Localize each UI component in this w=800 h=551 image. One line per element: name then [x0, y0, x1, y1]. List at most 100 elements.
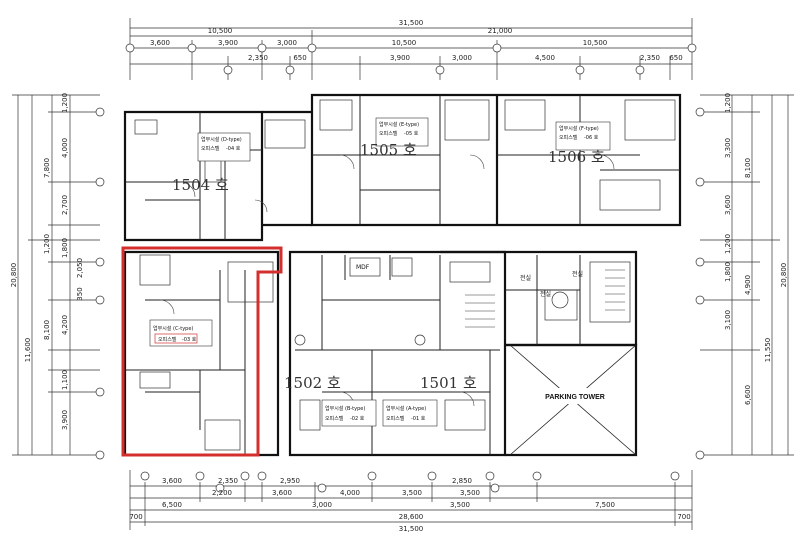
unit-f-tag: 업무시설 (F-type) 오피스텔 -06 호: [555, 121, 611, 151]
dim-right-detail-c: 3,600: [724, 195, 732, 215]
dim-left-detail-d: 1,800: [61, 238, 69, 258]
dim-right-inner-a: 8,100: [744, 158, 752, 178]
dim-left-detail-a: 1,200: [61, 93, 69, 113]
dim-right-detail-d: 1,200: [724, 234, 732, 254]
dim-bottom-r3-b: 28,600: [399, 513, 424, 521]
dim-left-detail-h: 1,100: [61, 370, 69, 390]
top-dimension-chains: [129, 18, 693, 80]
dim-bottom-r1-e: 4,000: [340, 489, 360, 497]
grid-bubbles-bottom: [140, 471, 680, 493]
dim-bottom-r1-b: 2,350: [218, 477, 238, 485]
dim-bottom-r3-c: 700: [677, 513, 690, 521]
dim-left-detail-i: 3,900: [61, 410, 69, 430]
dim-left-outer-b: 11,600: [24, 338, 32, 363]
dim-left-detail-f: 2,050: [76, 258, 84, 278]
dim-bottom-r2-a: 6,500: [162, 501, 182, 509]
door-swings: [159, 154, 615, 407]
highlight-outline-c-type: [121, 246, 283, 457]
shaft-label-a: 전실: [520, 274, 531, 282]
building-walls: [123, 93, 682, 457]
dim-top-r1-b: 21,000: [488, 27, 513, 35]
dim-left-inner-b: 1,200: [43, 234, 51, 254]
left-dimension-chains: [12, 94, 100, 456]
parking-tower-label: PARKING TOWER: [545, 394, 605, 401]
dim-top-r2-d: 10,500: [392, 39, 417, 47]
unit-e-overlay: 1505 호: [360, 141, 417, 159]
dim-left-inner-a: 7,800: [43, 158, 51, 178]
unit-d-num: -04 호: [226, 146, 241, 152]
unit-a-num: -01 호: [411, 416, 426, 422]
dim-right-detail-f: 3,100: [724, 310, 732, 330]
unit-a-overlay: 1501 호: [420, 374, 477, 392]
dim-bottom-r2-d: 3,500: [450, 501, 470, 509]
unit-c-sub: 오피스텔: [158, 336, 177, 343]
dim-top-overall: 31,500: [399, 19, 424, 27]
unit-b-num: -02 호: [350, 416, 365, 422]
grid-bubbles-top: [125, 43, 697, 75]
dim-left-detail-c: 2,700: [61, 195, 69, 215]
unit-f-overlay: 1506 호: [548, 148, 605, 166]
dim-top-r2-e: 10,500: [583, 39, 608, 47]
dim-bottom-r2-c: 3,000: [312, 501, 332, 509]
dim-right-outer-a: 20,800: [780, 263, 788, 288]
unit-e-label: 업무시설 (E-type): [379, 121, 419, 128]
dim-top-r1-a: 10,500: [208, 27, 233, 35]
unit-a-tag: 업무시설 (A-type) 오피스텔 -01 호: [382, 399, 438, 427]
unit-e-sub: 오피스텔: [379, 130, 398, 137]
dim-top-r3-b: 650: [293, 54, 306, 62]
unit-f-sub: 오피스텔: [559, 134, 578, 141]
unit-b-sub: 오피스텔: [325, 415, 344, 422]
dim-top-r3-e: 4,500: [535, 54, 555, 62]
bottom-dimension-chains: [129, 470, 693, 530]
dim-top-r2-b: 3,900: [218, 39, 238, 47]
shaft-label-b: 전실: [540, 290, 551, 298]
unit-d-overlay: 1504 호: [172, 176, 229, 194]
mdf-label: MDF: [356, 264, 370, 271]
unit-d-label: 업무시설 (D-type): [201, 136, 242, 143]
unit-c-label: 업무시설 (C-type): [153, 325, 193, 332]
dim-right-inner-b: 4,900: [744, 275, 752, 295]
dim-left-detail-g: 350: [76, 287, 84, 300]
unit-d-sub: 오피스텔: [201, 145, 220, 152]
dim-top-r3-a: 2,350: [248, 54, 268, 62]
dim-bottom-r1-f: 3,500: [402, 489, 422, 497]
dim-bottom-r1-c: 3,600: [272, 489, 292, 497]
unit-f-label: 업무시설 (F-type): [559, 125, 599, 132]
dim-right-outer-b: 11,550: [764, 338, 772, 363]
dim-right-detail-b: 3,300: [724, 138, 732, 158]
parking-tower-label-bg: [535, 388, 615, 404]
unit-b-label: 업무시설 (B-type): [325, 405, 365, 412]
unit-e-tag: 업무시설 (E-type) 오피스텔 -05 호: [375, 117, 429, 147]
dim-bottom-r3-a: 700: [129, 513, 142, 521]
unit-a-label: 업무시설 (A-type): [386, 405, 426, 412]
right-dimension-chains: [700, 94, 794, 456]
dim-top-r2-a: 3,600: [150, 39, 170, 47]
dim-left-detail-b: 4,000: [61, 138, 69, 158]
unit-b-overlay: 1502 호: [284, 374, 341, 392]
unit-c-num: -03 호: [182, 337, 197, 343]
dim-bottom-r1-a: 3,600: [162, 477, 182, 485]
dim-right-inner-c: 6,600: [744, 385, 752, 405]
unit-c-tag: 업무시설 (C-type) 오피스텔 -03 호: [149, 319, 213, 347]
dim-top-r3-d: 3,000: [452, 54, 472, 62]
dim-right-detail-a: 1,200: [724, 93, 732, 113]
unit-e-num: -05 호: [404, 131, 419, 137]
unit-a-sub: 오피스텔: [386, 415, 405, 422]
unit-b-tag: 업무시설 (B-type) 오피스텔 -02 호: [321, 399, 377, 427]
dim-bottom-r1-d: 2,950: [280, 477, 300, 485]
dim-left-outer-a: 20,800: [10, 263, 18, 288]
dim-top-r2-c: 3,000: [277, 39, 297, 47]
dim-bottom-r1-g: 2,850: [452, 477, 472, 485]
dim-left-inner-c: 8,100: [43, 320, 51, 340]
dim-right-detail-e: 1,800: [724, 262, 732, 282]
stair: [465, 269, 625, 328]
shaft-label-c: 전실: [572, 270, 583, 278]
dim-left-detail-e: 4,200: [61, 315, 69, 335]
grid-bubbles-right: [695, 107, 705, 460]
grid-bubbles-left: [95, 107, 105, 460]
dim-top-r3-c: 3,900: [390, 54, 410, 62]
interior-walls: [125, 95, 680, 455]
dim-top-r3-f: 2,350: [640, 54, 660, 62]
dim-bottom-r1-h: 3,500: [460, 489, 480, 497]
